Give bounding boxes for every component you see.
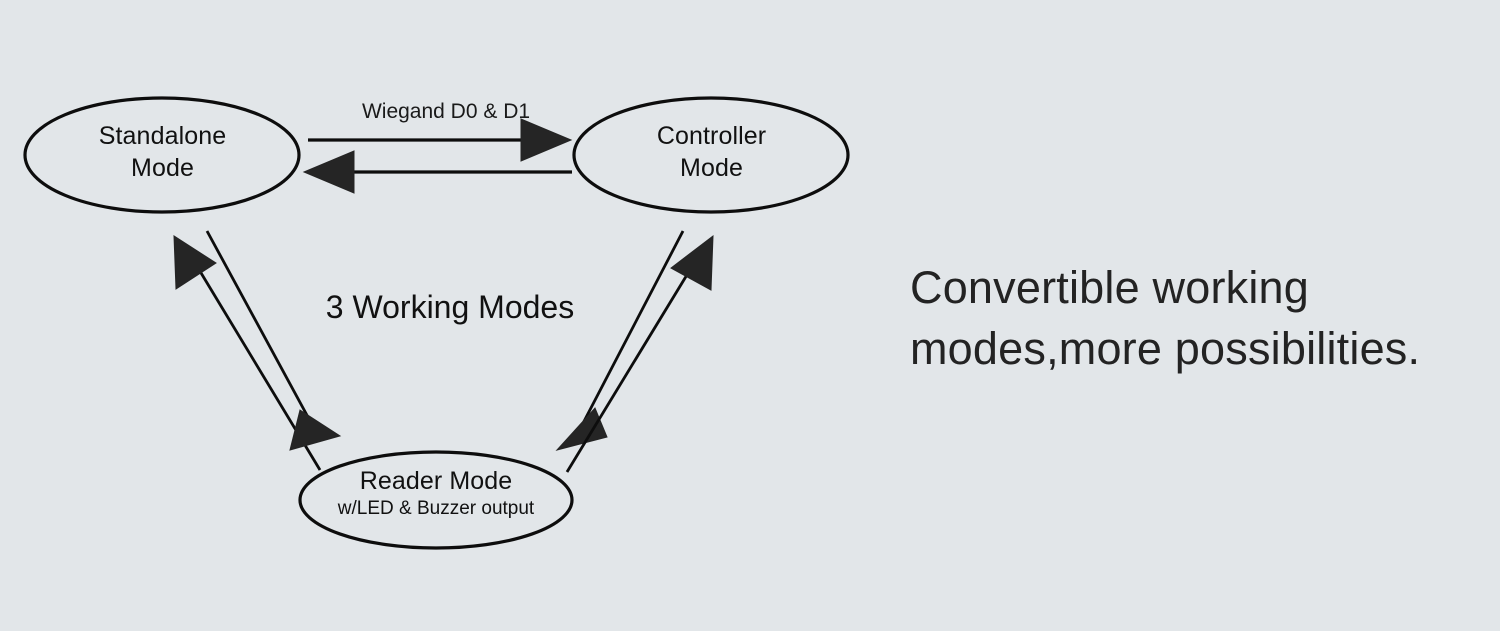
edge-line-controller-to-reader bbox=[578, 230, 685, 430]
arrowhead-standalone-to-reader bbox=[289, 409, 342, 451]
edge-label-wiegand: Wiegand D0 & D1 bbox=[361, 100, 531, 123]
diagram-center-caption: 3 Working Modes bbox=[325, 289, 575, 325]
tagline-line-1: Convertible working bbox=[910, 262, 1309, 313]
arrowhead-controller-to-standalone bbox=[302, 150, 355, 194]
arrowhead-standalone-to-controller bbox=[520, 118, 573, 162]
arrowhead-reader-to-controller bbox=[670, 234, 714, 291]
edge-line-reader-to-controller bbox=[565, 259, 698, 473]
node-ellipse-reader[interactable] bbox=[298, 450, 574, 550]
edge-line-standalone-to-reader bbox=[205, 230, 317, 431]
arrowhead-controller-to-reader bbox=[555, 407, 608, 451]
node-ellipse-controller[interactable] bbox=[572, 96, 850, 214]
tagline-block: Convertible working modes,more possibili… bbox=[910, 258, 1490, 380]
tagline-line-2: modes,more possibilities. bbox=[910, 322, 1421, 374]
arrowhead-reader-to-standalone bbox=[173, 235, 217, 290]
node-ellipse-standalone[interactable] bbox=[23, 96, 301, 214]
